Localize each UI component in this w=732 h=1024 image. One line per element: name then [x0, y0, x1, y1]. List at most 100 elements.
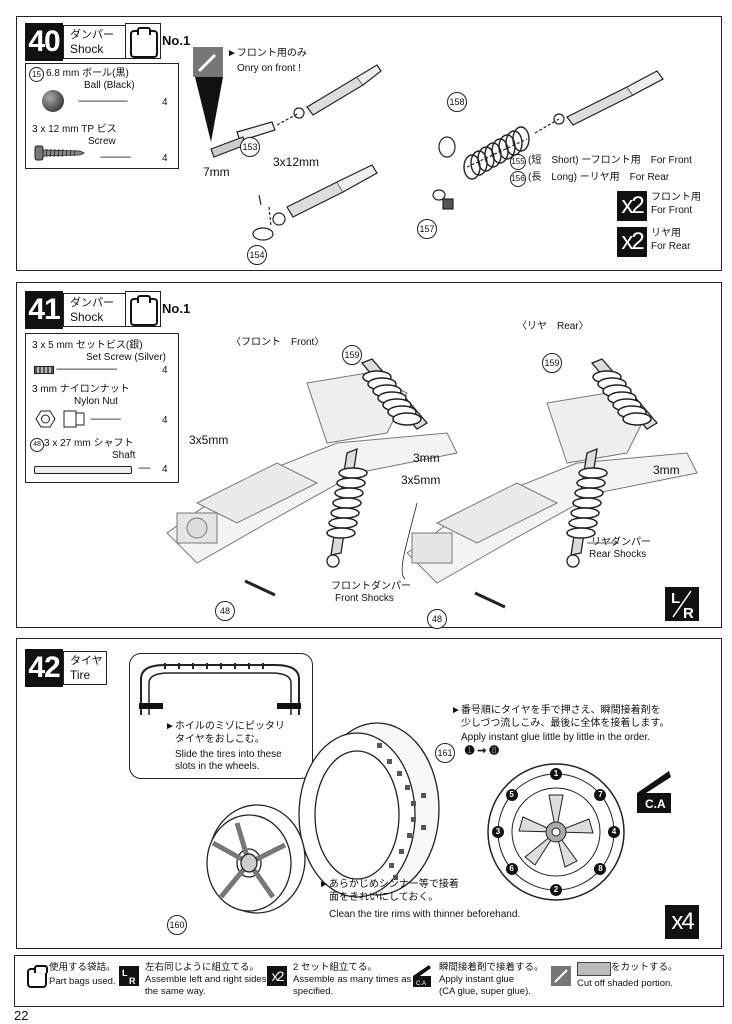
legend-x2-en-1: Assemble as many times as [293, 974, 412, 985]
callout-159-rear: 159 [542, 353, 562, 373]
shock-assembly-drawing [210, 64, 664, 241]
ca-glue-icon: C.A [637, 771, 671, 813]
callout-48-rear: 48 [427, 609, 447, 629]
qty-dots: -------------------------- [56, 364, 118, 375]
set-screw-icon [34, 366, 54, 374]
front-only-en: Onry on front ! [237, 63, 301, 74]
part-name-jp: 3 mm ナイロンナット [32, 384, 130, 395]
callout-156: 156 [510, 171, 526, 187]
legend-x2-jp: 2 セット組立てる。 [293, 962, 377, 973]
part-id: 48 [30, 438, 44, 452]
ball-icon [42, 90, 64, 112]
step-title-en: Shock [70, 42, 104, 56]
cut-off-icon [193, 47, 223, 142]
glue-order: ➊ ➞ ➑ [465, 745, 499, 757]
part-name-jp: 3 x 27 mm シャフト [44, 438, 134, 449]
x2-rear-en: For Rear [651, 241, 691, 252]
dim-3x12: 3x12mm [273, 155, 320, 169]
part-qty: 4 [162, 153, 168, 164]
part-qty: 4 [162, 415, 168, 426]
legend-footer: 使用する袋詰。 Part bags used. L R 左右同じように組立てる。… [14, 955, 724, 1007]
part-name-jp: 3 x 5 mm セットビス(銀) [32, 340, 143, 351]
chassis-assembly-drawing [166, 358, 698, 609]
qty-dots: ----- [138, 463, 151, 474]
step-42-panel: 42 タイヤ Tire ►ホイルのミゾにピッタリ タイヤをおしこむ。 Slide… [16, 638, 722, 949]
svg-text:R: R [129, 976, 136, 986]
callout-154: 154 [247, 245, 267, 265]
callout-155: 155 [510, 154, 526, 170]
legend-ca-en-2: (CA glue, super glue). [439, 986, 531, 997]
glue-jp-2: 少しづつ流しこみ、最後に全体を接着します。 [461, 718, 670, 729]
part-name-en: Shaft [112, 450, 136, 461]
front-only-jp: ►フロント用のみ [227, 48, 307, 59]
slot-en-2: slots in the wheels. [175, 761, 260, 772]
qty-dots: --------------------- [78, 96, 128, 107]
part-name-en: Set Screw (Silver) [86, 352, 167, 363]
glue-order-marker-1: 1 [550, 768, 562, 780]
svg-text:L: L [671, 590, 680, 607]
legend-x2-en-2: specified. [293, 986, 334, 997]
glue-jp-1: ►番号順にタイヤを手で押さえ、瞬間接着剤を [451, 705, 661, 716]
legend-ca-jp: 瞬間接着剤で接着する。 [439, 962, 544, 973]
callout-159-front: 159 [342, 345, 362, 365]
step-title-jp: タイヤ [70, 655, 103, 667]
tire-cross-section [139, 663, 301, 715]
step-41-panel: 41 ダンパー Shock No.1 3 x 5 mm セットビス(銀) Set… [16, 282, 722, 629]
glue-order-marker-5: 5 [505, 788, 518, 801]
bag-icon [125, 23, 161, 59]
rear-shocks-en: Rear Shocks [589, 549, 647, 560]
nylon-nut-icon [35, 410, 85, 428]
legend-bag-en: Part bags used. [49, 976, 116, 987]
slot-jp-1: ►ホイルのミゾにピッタリ [165, 721, 285, 732]
bag-number: No.1 [162, 33, 191, 48]
part-name-jp: 3 x 12 mm TP ビス [32, 124, 117, 135]
x2-front-en: For Front [651, 205, 693, 216]
glue-order-marker-6: 6 [505, 863, 518, 876]
bag-legend-icon [27, 965, 48, 988]
step-number: 40 [25, 23, 63, 61]
parts-list: 15 6.8 mm ボール(黒) Ball (Black) ----------… [25, 63, 179, 169]
callout-160: 160 [167, 915, 187, 935]
callout-48-front: 48 [215, 601, 235, 621]
step-40-panel: 40 ダンパー Shock No.1 15 6.8 mm ボール(黒) Ball… [16, 16, 722, 271]
parts-list: 3 x 5 mm セットビス(銀) Set Screw (Silver) ---… [25, 333, 179, 483]
glue-order-marker-2: 2 [550, 884, 562, 896]
clean-jp-1: ►あらかじめシンナー等で接着 [319, 879, 459, 890]
glue-order-marker-3: 3 [492, 826, 504, 838]
front-shocks-en: Front Shocks [335, 593, 394, 604]
x2-rear-badge: x2 [617, 227, 647, 257]
clean-en: Clean the tire rims with thinner beforeh… [329, 909, 521, 920]
spring-long: (長 Long) ーリヤ用 For Rear [528, 172, 670, 183]
dim-7mm: 7mm [203, 165, 230, 179]
bag-number: No.1 [162, 301, 191, 316]
callout-161: 161 [435, 743, 455, 763]
glue-order-marker-7: 7 [594, 788, 607, 801]
ca-legend-label: C.A [416, 981, 426, 987]
part-qty: 4 [162, 365, 168, 376]
ca-label: C.A [645, 797, 666, 811]
legend-cut-en: Cut off shaded portion. [577, 978, 673, 989]
step-title-jp: ダンパー [70, 29, 114, 41]
part-name-en: Nylon Nut [74, 396, 118, 407]
step-title: タイヤ Tire [63, 651, 107, 685]
part-qty: 4 [162, 97, 168, 108]
slot-en-1: Slide the tires into these [175, 749, 282, 760]
step-number: 41 [25, 291, 63, 329]
dim-3mm-front: 3mm [413, 451, 440, 465]
svg-text:R: R [683, 605, 694, 621]
dim-3x5-rear: 3x5mm [401, 473, 441, 487]
qty-dots: ------------- [90, 414, 121, 425]
callout-157: 157 [417, 219, 437, 239]
clean-jp-2: 面をきれいにしておく。 [329, 892, 439, 903]
part-qty: 4 [162, 464, 168, 475]
callout-153: 153 [240, 137, 260, 157]
tire-wheel-drawing [206, 722, 440, 914]
x2-front-jp: フロント用 [651, 192, 701, 203]
shaft-icon [34, 466, 132, 474]
legend-lr-jp: 左右同じように組立てる。 [145, 962, 260, 973]
bag-icon [125, 291, 161, 327]
step-title: ダンパー Shock [63, 25, 129, 59]
legend-cut-jp: をカットする。 [611, 962, 678, 973]
part-name-en: Screw [88, 136, 116, 147]
part-name-jp: 6.8 mm ボール(黒) [46, 68, 129, 79]
